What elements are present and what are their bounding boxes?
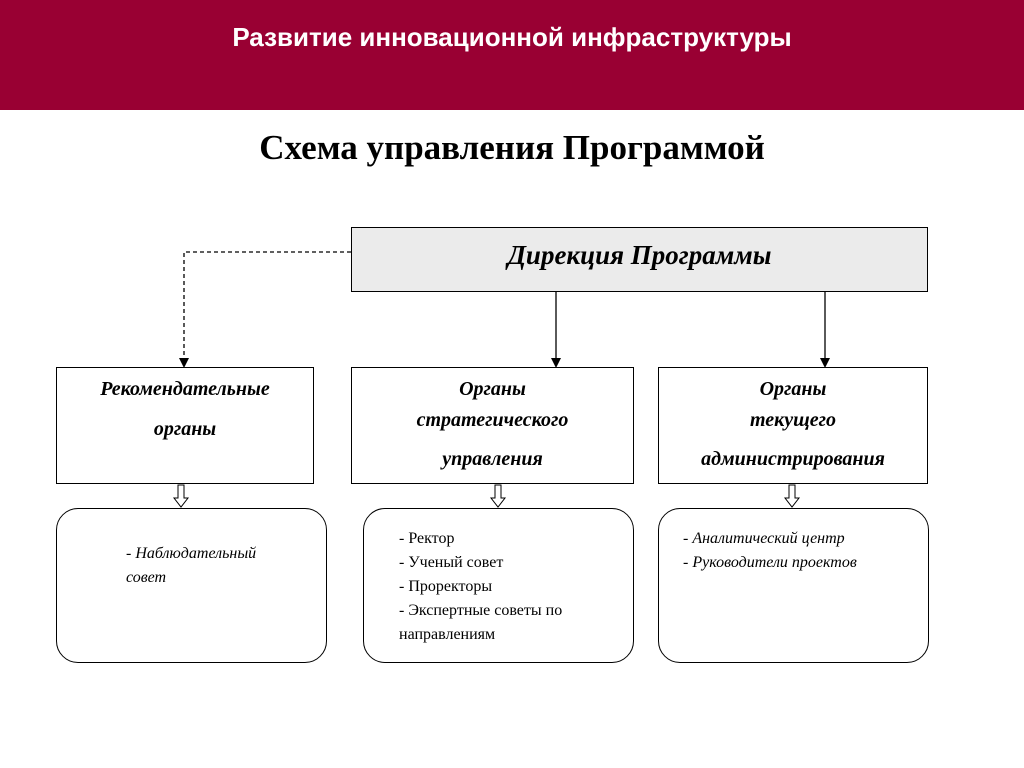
header-bar: Развитие инновационной инфраструктуры: [0, 0, 1024, 110]
strategic-management-node: Органы стратегического управления: [351, 367, 634, 484]
node-title-line: Рекомендательные: [100, 378, 270, 400]
list-item: - Проректоры: [399, 578, 493, 595]
list-item: - Аналитический центр: [683, 530, 845, 547]
node-title-line: администрирования: [701, 448, 885, 470]
recommendatory-details-box: - Наблюдательный совет: [56, 508, 327, 663]
node-title-line: Органы: [759, 378, 827, 400]
dashed-connector-recommendatory: [179, 251, 351, 368]
list-item: направлениям: [399, 626, 496, 643]
hollow-down-arrow-icon: [783, 484, 801, 508]
node-title-line: управления: [442, 448, 543, 470]
hollow-down-arrow-icon: [489, 484, 507, 508]
node-title-line: стратегического: [416, 409, 569, 431]
directorate-node: Дирекция Программы: [351, 227, 928, 292]
current-administration-node: Органы текущего администрирования: [658, 367, 928, 484]
directorate-label: Дирекция Программы: [507, 240, 772, 270]
list-item: - Ректор: [399, 530, 455, 547]
recommendatory-bodies-node: Рекомендательные органы: [56, 367, 314, 484]
node-title-line: текущего: [749, 409, 837, 431]
list-item: совет: [126, 569, 167, 586]
list-item: - Наблюдательный: [126, 545, 257, 562]
list-item: - Ученый совет: [399, 554, 504, 571]
administrative-details-box: - Аналитический центр - Руководители про…: [658, 508, 929, 663]
node-title-line: органы: [153, 418, 217, 440]
page-title: Схема управления Программой: [259, 128, 765, 167]
list-item: - Экспертные советы по: [399, 602, 563, 619]
strategic-details-box: - Ректор - Ученый совет - Проректоры - Э…: [363, 508, 634, 663]
hollow-down-arrow-icon: [172, 484, 190, 508]
header-title: Развитие инновационной инфраструктуры: [232, 22, 792, 52]
list-item: - Руководители проектов: [683, 554, 857, 571]
node-title-line: Органы: [459, 378, 526, 400]
